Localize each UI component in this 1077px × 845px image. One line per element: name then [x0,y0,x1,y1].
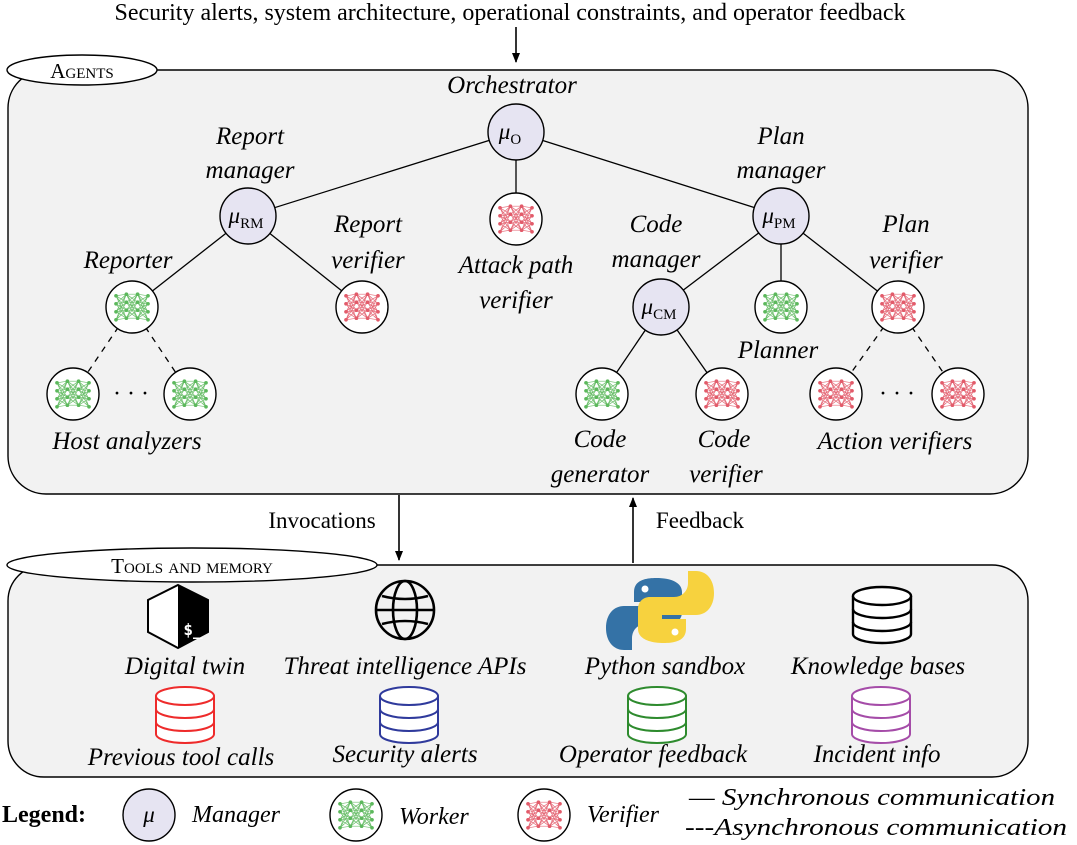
plan-verifier-label-line2: verifier [869,247,943,274]
plan-verifier-label-line1: Plan [881,211,929,238]
python-icon [606,571,714,650]
tool-label-knowledge-bases: Knowledge bases [790,653,965,680]
manager-symbol: μ [641,294,654,319]
code-verifier-label-line2: verifier [689,461,763,488]
plan-manager-label-line2: manager [737,157,826,184]
action-verifier-node [809,367,863,421]
orchestrator-label: Orchestrator [447,72,577,99]
code-manager-subscript: CM [653,307,676,323]
memory-label-security-alerts: Security alerts [332,741,477,768]
legend-title: Legend: [2,802,86,828]
plan-manager-node: μPM [752,187,810,245]
tool-label-python-sandbox: Python sandbox [584,653,745,680]
svg-text:μPM: μPM [761,203,795,232]
agents-panel-label-badge [6,54,158,86]
terminal-prompt: $_ [183,620,203,639]
system-inputs-text: Security alerts, system architecture, op… [114,0,905,26]
code-verifier-node [695,367,749,421]
memory-label-operator-feedback: Operator feedback [559,741,748,768]
tools-panel-title: Tools and memory [111,554,273,578]
memory-icons [155,686,911,744]
tool-label-threat-intel: Threat intelligence APIs [283,653,526,680]
tool-label-digital-twin: Digital twin [124,653,245,680]
svg-text:μCM: μCM [641,294,677,323]
terminal-icon: $_ [147,583,209,650]
report-manager-subscript: RM [240,216,263,232]
report-verifier-label-line1: Report [333,211,403,238]
reporter-label: Reporter [83,247,173,274]
attack-path-verifier-node [489,192,543,246]
memory-database-icon [627,686,687,744]
svg-text:μRM: μRM [228,203,264,232]
memory-database-icon [379,686,439,744]
report-verifier-label-line2: verifier [331,247,405,274]
planner-label: Planner [737,337,819,364]
report-manager-label-line1: Report [215,123,285,150]
code-generator-label-line1: Code [574,426,627,453]
host-analyzer-node [46,367,100,421]
attack-path-verifier-label-line2: verifier [479,287,553,314]
legend-manager-label: Manager [191,802,281,828]
reporter-node [105,280,159,334]
planner-node [754,280,808,334]
attack-path-verifier-label-line1: Attack path [457,252,574,279]
invocations-label: Invocations [268,508,375,533]
host-analyzers-label: Host analyzers [51,428,201,455]
legend-async-label: ---Asynchronous communication [685,815,1067,841]
legend-verifier-label: Verifier [587,802,660,828]
legend-worker-swatch [329,788,383,842]
svg-text:μO: μO [498,119,522,148]
legend-worker-label: Worker [399,804,469,830]
memory-label-incident-info: Incident info [812,741,940,768]
plan-verifier-node [871,280,925,334]
manager-symbol: μ [761,203,774,228]
legend-verifier-swatch [517,788,571,842]
plan-manager-label-line1: Plan [756,123,804,150]
agents-panel [7,69,1029,495]
code-generator-label-line2: generator [551,461,650,488]
report-manager-node: μRM [219,187,277,245]
database-icon [851,585,913,645]
code-verifier-label-line1: Code [698,426,751,453]
action-verifier-node [931,367,985,421]
memory-database-icon [851,686,911,744]
legend-manager-swatch: μ [122,788,176,842]
code-generator-node [575,367,629,421]
action-verifiers-ellipsis: · · · [879,381,915,407]
tools-memory-panel [7,564,1029,778]
feedback-label: Feedback [656,508,745,533]
orchestrator-node: μO [487,103,545,161]
code-manager-node: μCM [632,278,690,336]
manager-symbol: μ [498,119,511,144]
host-analyzers-ellipsis: · · · [113,381,149,407]
agents-panel-title: Agents [50,59,114,83]
code-manager-label-line2: manager [612,246,701,273]
code-manager-label-line1: Code [630,211,683,238]
orchestrator-subscript: O [510,132,521,148]
legend-sync-label: — Synchronous communication [688,785,1055,811]
memory-label-previous-tool-calls: Previous tool calls [87,744,275,771]
host-analyzer-node [163,367,217,421]
memory-database-icon [155,686,215,744]
globe-icon [374,579,436,641]
manager-symbol: μ [142,802,155,827]
plan-manager-subscript: PM [774,216,796,232]
manager-symbol: μ [228,203,241,228]
action-verifiers-label: Action verifiers [816,428,973,455]
tools-panel-label-badge [6,547,378,583]
report-manager-label-line2: manager [206,157,295,184]
report-verifier-node [335,280,389,334]
